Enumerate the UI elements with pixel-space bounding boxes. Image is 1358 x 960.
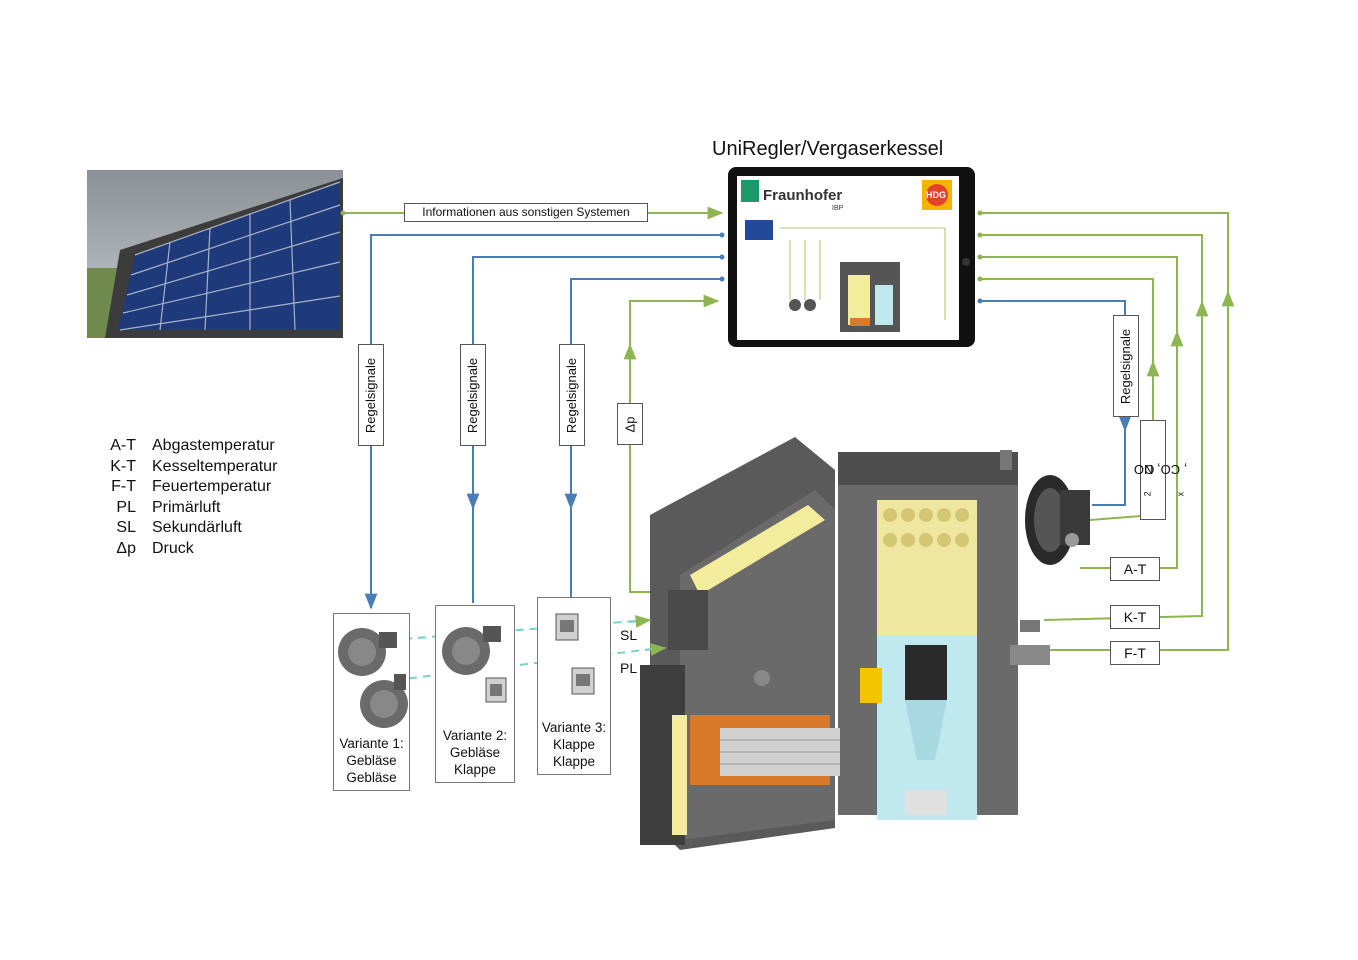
variant-1-line1: Variante 1: xyxy=(339,736,404,751)
flap-icon xyxy=(555,613,595,695)
label-pl: PL xyxy=(620,660,638,676)
tablet-badge: HDG xyxy=(926,190,946,200)
variant-1-box: Variante 1: Gebläse Gebläse xyxy=(333,613,410,791)
variant-3-line3: Klappe xyxy=(552,754,596,769)
regelsignale-box-2: Regelsignale xyxy=(460,344,486,446)
variant-2-line2: Gebläse xyxy=(449,745,501,760)
variant-2-box: Variante 2: Gebläse Klappe xyxy=(435,605,515,783)
tablet xyxy=(728,167,975,347)
blower-flap-icon xyxy=(442,626,507,703)
variant-2-line1: Variante 2: xyxy=(442,728,508,743)
tablet-logo-sub: IBP xyxy=(832,205,844,212)
dp-box: Δp xyxy=(617,403,643,445)
solar-panel-photo xyxy=(87,170,343,338)
variant-2-line3: Klappe xyxy=(453,762,497,777)
regelsignale-box-1: Regelsignale xyxy=(358,344,384,446)
boiler-illustration xyxy=(640,437,1090,850)
blower-icon xyxy=(338,628,408,728)
sensor-at-box: A-T xyxy=(1110,557,1160,581)
variant-3-line1: Variante 3: xyxy=(541,720,607,735)
variant-1-line3: Gebläse xyxy=(346,770,397,785)
regelsignale-box-right: Regelsignale xyxy=(1113,315,1139,417)
variant-3-box: Variante 3: Klappe Klappe xyxy=(537,597,611,775)
variant-1-line2: Gebläse xyxy=(346,753,397,768)
sensor-kt-box: K-T xyxy=(1110,605,1160,629)
diagram-title: UniRegler/Vergaserkessel xyxy=(712,138,944,160)
regelsignale-box-3: Regelsignale xyxy=(559,344,585,446)
label-sl: SL xyxy=(620,627,638,643)
sensor-ft-box: F-T xyxy=(1110,641,1160,665)
info-label-box: Informationen aus sonstigen Systemen xyxy=(404,203,648,222)
tablet-logo-text: Fraunhofer xyxy=(763,187,843,204)
variant-3-line2: Klappe xyxy=(552,737,596,752)
